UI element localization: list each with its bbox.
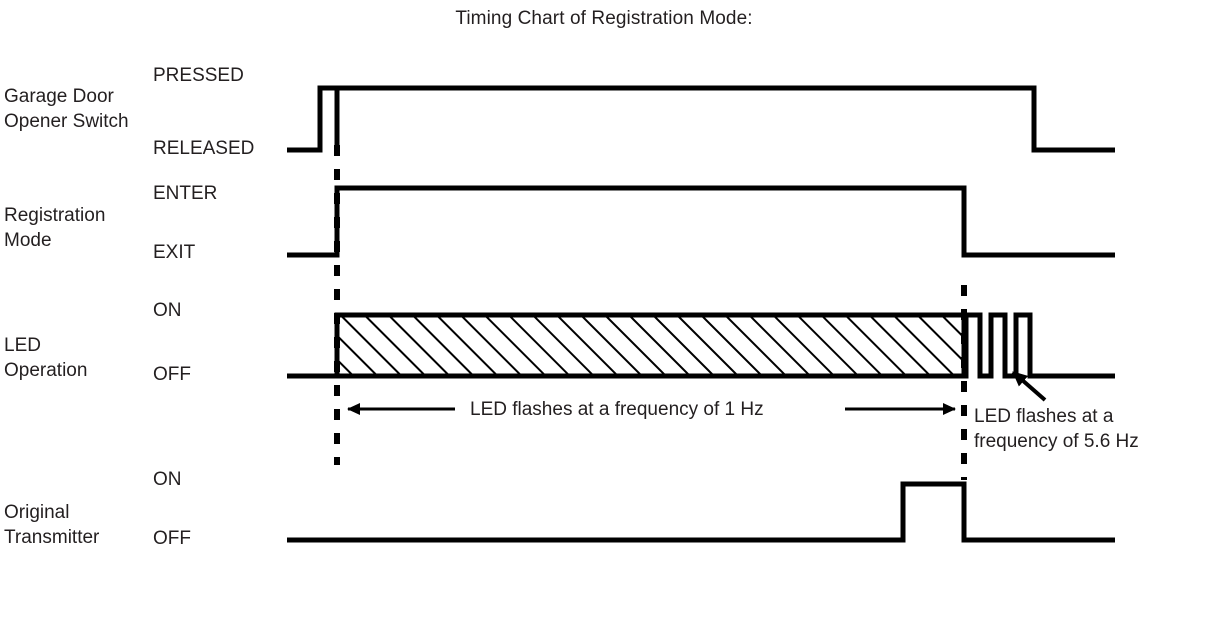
signal-name-original-transmitter: Original Transmitter <box>4 502 100 548</box>
signal-name-registration-mode: Registration Mode <box>4 205 106 251</box>
level-label-transmitter-off: OFF <box>153 528 191 549</box>
level-label-pressed: PRESSED <box>153 65 244 86</box>
level-label-led-on: ON <box>153 300 182 321</box>
led-fast-flash-pulses <box>963 312 1040 379</box>
led-slow-flash-block <box>334 312 967 379</box>
signal-name-garage-door-opener-switch: Garage Door Opener Switch <box>4 86 129 132</box>
annotation-slow-flash: LED flashes at a frequency of 1 Hz <box>470 399 764 420</box>
level-label-enter: ENTER <box>153 183 218 204</box>
level-label-exit: EXIT <box>153 242 196 263</box>
level-label-released: RELEASED <box>153 138 255 159</box>
annotation-fast-flash: LED flashes at a frequency of 5.6 Hz <box>974 406 1139 452</box>
level-label-led-off: OFF <box>153 364 191 385</box>
level-label-transmitter-on: ON <box>153 469 182 490</box>
page-title: Timing Chart of Registration Mode: <box>455 8 753 29</box>
waveform-registration-mode <box>287 185 1115 258</box>
fast-flash-pointer-arrow <box>1011 370 1047 402</box>
waveform-original-transmitter <box>287 481 1115 543</box>
signal-name-led-operation: LED Operation <box>4 335 88 381</box>
waveform-garage-door-opener-switch <box>287 85 1115 153</box>
